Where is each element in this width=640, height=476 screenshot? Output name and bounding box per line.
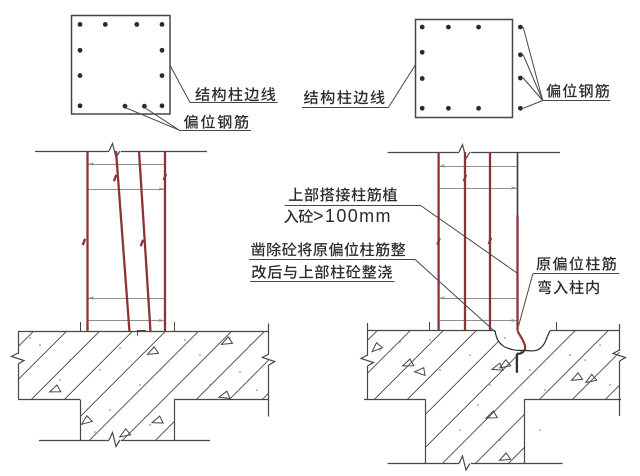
svg-text:>100mm: >100mm	[313, 206, 392, 226]
